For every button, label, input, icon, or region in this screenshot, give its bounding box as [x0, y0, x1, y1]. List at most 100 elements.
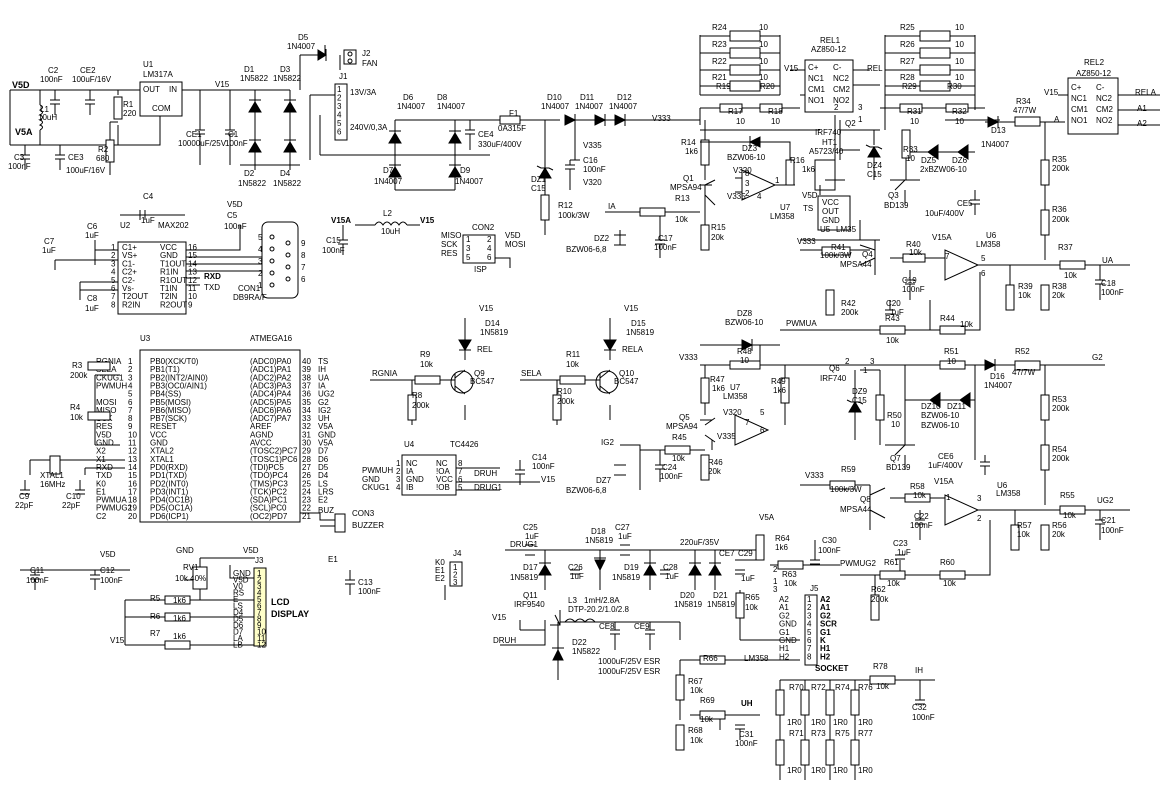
part-label: R10	[557, 387, 572, 396]
max202-pin-number: 5	[111, 276, 116, 285]
part-label: 200k	[412, 401, 430, 410]
pin-number: 2	[977, 514, 982, 523]
part-label: R77	[858, 729, 873, 738]
part-label: R11	[566, 350, 581, 359]
db9-pin-number: 2	[258, 269, 263, 278]
part-label: 10k 40%	[175, 574, 206, 583]
tc4426-pin-label: !OA	[436, 467, 450, 476]
part-label: 10k	[672, 454, 686, 463]
atmega-pin-label: PB2(INT2/AIN0)	[150, 373, 208, 382]
relay-pin-label: CM1	[1071, 105, 1088, 114]
pin-number: 2	[745, 189, 750, 198]
part-label: 100nF	[322, 246, 345, 255]
lcd-label-1: LCD	[271, 597, 290, 607]
max202-pin-number: 4	[111, 268, 116, 277]
part-label: CE7	[719, 549, 735, 558]
atmega-pin-number: 40	[302, 357, 311, 366]
part-label: R30	[947, 82, 962, 91]
part-label: C20	[886, 299, 901, 308]
db9-pin	[285, 252, 291, 258]
part-label: 10	[891, 420, 900, 429]
atmega-pin-label: PB5(MOSI)	[150, 398, 191, 407]
part-label: R43	[885, 314, 900, 323]
tc4426-pin-label: IA	[406, 467, 414, 476]
net-label: V335	[727, 192, 746, 201]
part-label: C5	[227, 211, 238, 220]
max202-pin-number: 12	[188, 276, 197, 285]
part-label: R28	[900, 73, 915, 82]
part-label: C15	[852, 396, 867, 405]
atmega-net-label: X2	[96, 447, 106, 456]
max202-pin-label: Vs-	[122, 284, 134, 293]
net-label: UA	[1102, 256, 1114, 265]
part-label: C13	[358, 578, 373, 587]
atmega-pin-number: 21	[302, 512, 311, 521]
part-label: REL2	[1084, 58, 1105, 67]
part-label: AZ850-12	[811, 45, 847, 54]
atmega-net-label: D6	[318, 455, 329, 464]
part-label: 1N5819	[480, 328, 509, 337]
atmega-pin-number: 10	[128, 430, 137, 439]
lcd-pin-number: 10	[257, 628, 266, 637]
atmega-pin-label: PB0(XCK/T0)	[150, 357, 199, 366]
part-label: Q10	[619, 369, 635, 378]
net-label: DRUG1	[510, 540, 539, 549]
pin-number: 1	[863, 366, 868, 375]
part-label: R49	[771, 377, 786, 386]
part-label: R58	[910, 482, 925, 491]
part-label: CE9	[634, 622, 650, 631]
pin-number: 3	[773, 585, 778, 594]
net-label: REL	[867, 64, 883, 73]
lcd-pin-label: D5	[233, 615, 244, 624]
net-label: V15	[624, 304, 639, 313]
j1-pin-number: 5	[337, 119, 342, 128]
part-label: 1uF	[741, 574, 755, 583]
net-label: PWMUG2	[840, 559, 877, 568]
part-label: 47/7W	[1012, 368, 1036, 377]
part-label: 10k	[887, 579, 901, 588]
atmega-pin-number: 19	[128, 504, 137, 513]
max202-pin-label: R2OUT	[160, 300, 187, 309]
atmega-net-label: G2	[318, 398, 329, 407]
atmega-pin-number: 8	[128, 414, 133, 423]
net-label: PWMUH	[362, 466, 393, 475]
part-label: D1	[244, 65, 255, 74]
net-label: RELA	[1135, 88, 1157, 97]
atmega-pin-label: (TDO)PC4	[250, 471, 288, 480]
part-label: 1k6	[173, 614, 186, 623]
part-label: 10	[955, 73, 964, 82]
part-label: R34	[1016, 97, 1031, 106]
part-label: 10	[955, 40, 964, 49]
part-label: Q3	[888, 191, 899, 200]
socket-pin-label: H2	[820, 652, 831, 661]
tc4426-pin-label: IB	[406, 483, 414, 492]
part-label: D21	[713, 591, 728, 600]
part-label: 100nF	[1101, 526, 1124, 535]
part-label: 220uF/35V	[680, 538, 720, 547]
part-label: 10k	[909, 248, 923, 257]
db9-pin	[285, 240, 291, 246]
part-label: J5	[810, 584, 819, 593]
part-label: 100nF	[225, 139, 248, 148]
part-label: R26	[900, 40, 915, 49]
pin-number: 4	[757, 192, 762, 201]
part-label: R66	[703, 654, 718, 663]
tc4426-pin-label: !OB	[436, 483, 450, 492]
part-label: 100nF	[358, 587, 381, 596]
part-label: 10k	[943, 579, 957, 588]
part-label: MPSA94	[670, 183, 702, 192]
max202-pin-label: GND	[160, 251, 178, 260]
socket-pin-label: A1	[820, 603, 831, 612]
socket-pin-number: 5	[807, 628, 812, 637]
part-label: R44	[940, 314, 955, 323]
relay-pin-label: C+	[1071, 83, 1082, 92]
socket-net-label: H1	[779, 644, 790, 653]
part-label: C30	[822, 536, 837, 545]
socket-net-label: G2	[779, 611, 790, 620]
net-label: RELA	[622, 345, 644, 354]
max202-pin-label: T2OUT	[122, 292, 148, 301]
part-label: MPSA44	[840, 505, 872, 514]
